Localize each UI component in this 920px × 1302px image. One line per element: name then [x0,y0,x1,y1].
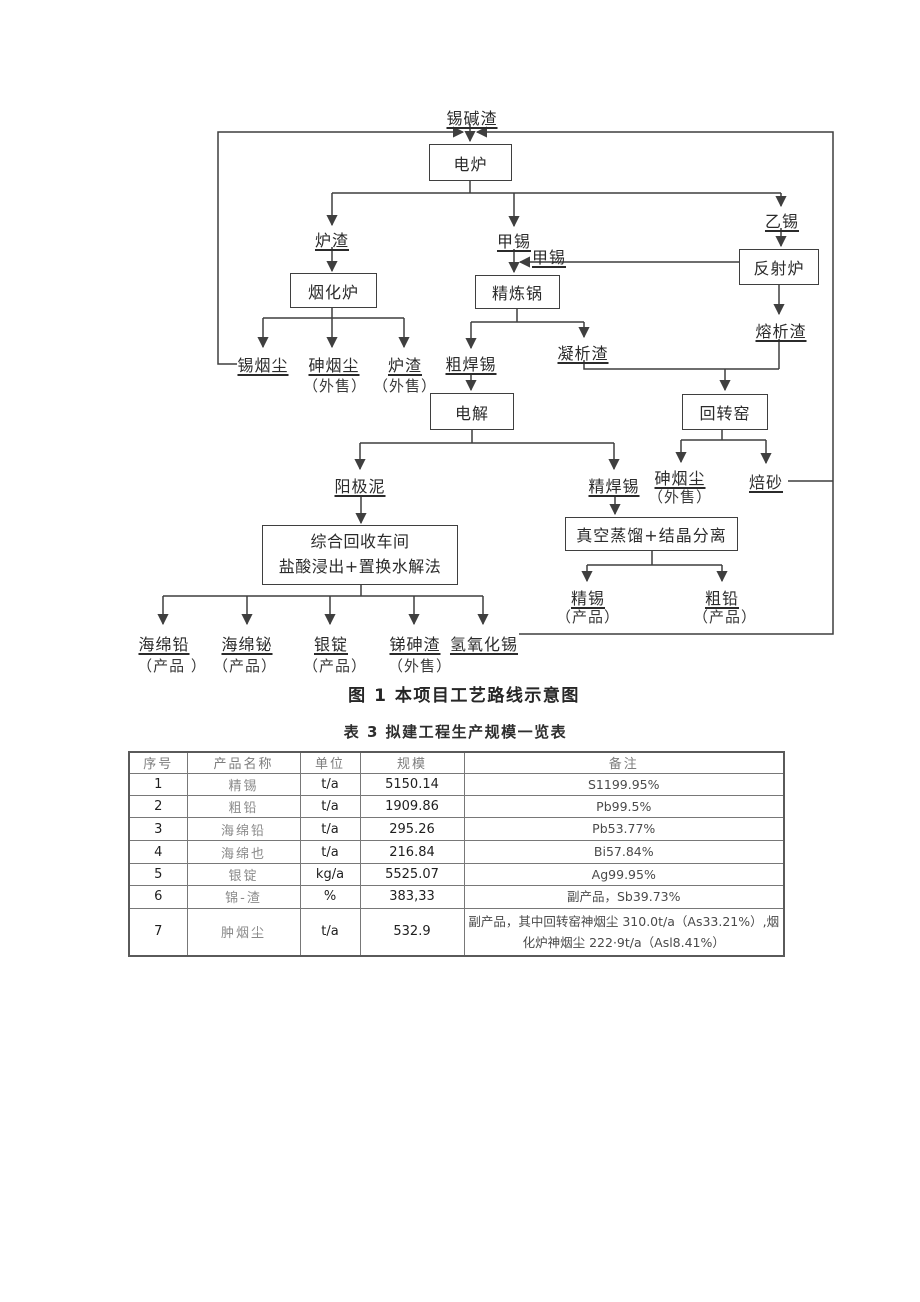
stream-tin-hydroxide: 氢氧化锡 [449,635,519,654]
table-header-row: 序号 产品名称 单位 规模 备注 [128,751,785,774]
stream-roasted-sand: 焙砂 [748,473,784,492]
node-rotary-kiln: 回转窑 [682,394,768,430]
cell-unit: % [299,885,361,909]
header-remark: 备注 [463,751,785,774]
node-electrolysis: 电解 [430,393,514,430]
table-row: 5 银锭 kg/a 5525.07 Ag99.95% [128,862,785,887]
cell-seq: 4 [128,840,188,864]
stream-furnace-slag-2: 炉渣 [387,356,423,375]
tag-product-5: （产品） [302,657,368,675]
tag-product-1: （产品） [555,608,621,626]
recovery-workshop-line1: 综合回收车间 [310,532,410,552]
cell-product: 粗铅 [186,794,301,819]
tag-product-3: （产品 ） [137,657,207,675]
production-scale-table: 序号 产品名称 单位 规模 备注 1 精锡 t/a 5150.14 S1199.… [128,751,785,957]
table-row: 6 锦-渣 % 383,33 副产品，Sb39.73% [128,885,785,909]
cell-scale: 216.84 [359,840,465,864]
cell-product: 锦-渣 [186,885,301,909]
tag-product-4: （产品） [212,657,278,675]
cell-unit: t/a [299,817,361,841]
cell-product: 海绵也 [186,840,301,864]
tag-sold-1: （外售） [302,377,368,395]
stream-silver-ingot: 银锭 [313,635,349,654]
process-flow-diagram: 电炉 烟化炉 精炼锅 反射炉 电解 回转窑 综合回收车间 盐酸浸出+置换水解法 … [137,109,834,706]
stream-arsenic-dust-1: 砷烟尘 [308,356,360,375]
cell-unit: t/a [299,840,361,864]
tag-product-2: （产品） [692,608,758,626]
cell-scale: 5150.14 [359,772,465,796]
table-row: 4 海绵也 t/a 216.84 Bi57.84% [128,840,785,864]
header-scale: 规模 [359,751,465,774]
table-title: 表 3 拟建工程生产规模一览表 [343,723,568,741]
stream-tin-a-2: 甲锡 [531,248,567,267]
header-unit: 单位 [299,751,361,774]
stream-tin-b: 乙锡 [764,212,800,231]
cell-seq: 1 [128,772,188,796]
table-row: 2 粗铅 t/a 1909.86 Pb99.5% [128,794,785,819]
cell-remark: Pb53.77% [463,817,785,841]
stream-furnace-slag-1: 炉渣 [314,231,350,250]
stream-tin-dust: 锡烟尘 [237,356,289,375]
stream-antimony-arsenic-slag: 锑砷渣 [389,635,441,654]
stream-arsenic-dust-2: 砷烟尘 [654,469,706,488]
cell-product: 海绵铅 [186,817,301,841]
stream-crude-lead: 粗铅 [704,589,740,608]
cell-seq: 5 [128,862,188,887]
cell-remark: 副产品，Sb39.73% [463,885,785,909]
cell-scale: 383,33 [359,885,465,909]
stream-refined-tin: 精锡 [570,589,606,608]
node-recovery-workshop: 综合回收车间 盐酸浸出+置换水解法 [262,525,458,585]
node-reverberatory-furnace: 反射炉 [739,249,819,285]
node-fuming-furnace: 烟化炉 [290,273,377,308]
recovery-workshop-line2: 盐酸浸出+置换水解法 [278,557,442,576]
table-row: 3 海绵铅 t/a 295.26 Pb53.77% [128,817,785,841]
node-refining-pot: 精炼锅 [475,275,560,309]
cell-seq: 3 [128,817,188,841]
cell-seq: 7 [128,907,188,957]
cell-scale: 532.9 [359,907,465,957]
table-row: 1 精锡 t/a 5150.14 S1199.95% [128,772,785,796]
cell-unit: kg/a [299,862,361,887]
cell-seq: 2 [128,794,188,819]
stream-condensed-slag: 凝析渣 [557,344,609,363]
cell-unit: t/a [299,907,361,957]
cell-remark: Bi57.84% [463,840,785,864]
stream-sponge-bismuth: 海绵铋 [221,635,273,654]
stream-anode-slime: 阳极泥 [334,477,386,496]
cell-product: 银锭 [186,862,301,887]
cell-seq: 6 [128,885,188,909]
node-vacuum-distillation: 真空蒸馏+结晶分离 [565,517,738,551]
cell-remark: Pb99.5% [463,794,785,819]
cell-scale: 1909.86 [359,794,465,819]
tag-sold-4: （外售） [387,657,453,675]
header-product-name: 产品名称 [186,751,301,774]
header-seq: 序号 [128,751,188,774]
cell-scale: 5525.07 [359,862,465,887]
stream-tin-a-1: 甲锡 [496,232,532,251]
cell-unit: t/a [299,794,361,819]
cell-remark: 副产品，其中回转窑神烟尘 310.0t/a（As33.21%）,烟化炉神烟尘 2… [463,907,785,957]
table-row: 7 肿烟尘 t/a 532.9 副产品，其中回转窑神烟尘 310.0t/a（As… [128,907,785,957]
tag-sold-3: （外售） [647,488,713,506]
cell-unit: t/a [299,772,361,796]
cell-scale: 295.26 [359,817,465,841]
cell-remark: S1199.95% [463,772,785,796]
tag-sold-2: （外售） [372,377,438,395]
cell-product: 精锡 [186,772,301,796]
stream-refined-solder: 精焊锡 [588,477,640,496]
flow-lines [157,124,834,635]
stream-crude-solder: 粗焊锡 [445,355,497,374]
stream-liquation-slag: 熔析渣 [755,322,807,341]
cell-remark: Ag99.95% [463,862,785,887]
node-electric-furnace: 电炉 [429,144,512,181]
stream-tin-alkali-slag: 锡碱渣 [446,109,498,128]
figure-caption: 图 1 本项目工艺路线示意图 [348,686,580,706]
stream-sponge-lead: 海绵铅 [138,635,190,654]
cell-product: 肿烟尘 [186,907,301,957]
